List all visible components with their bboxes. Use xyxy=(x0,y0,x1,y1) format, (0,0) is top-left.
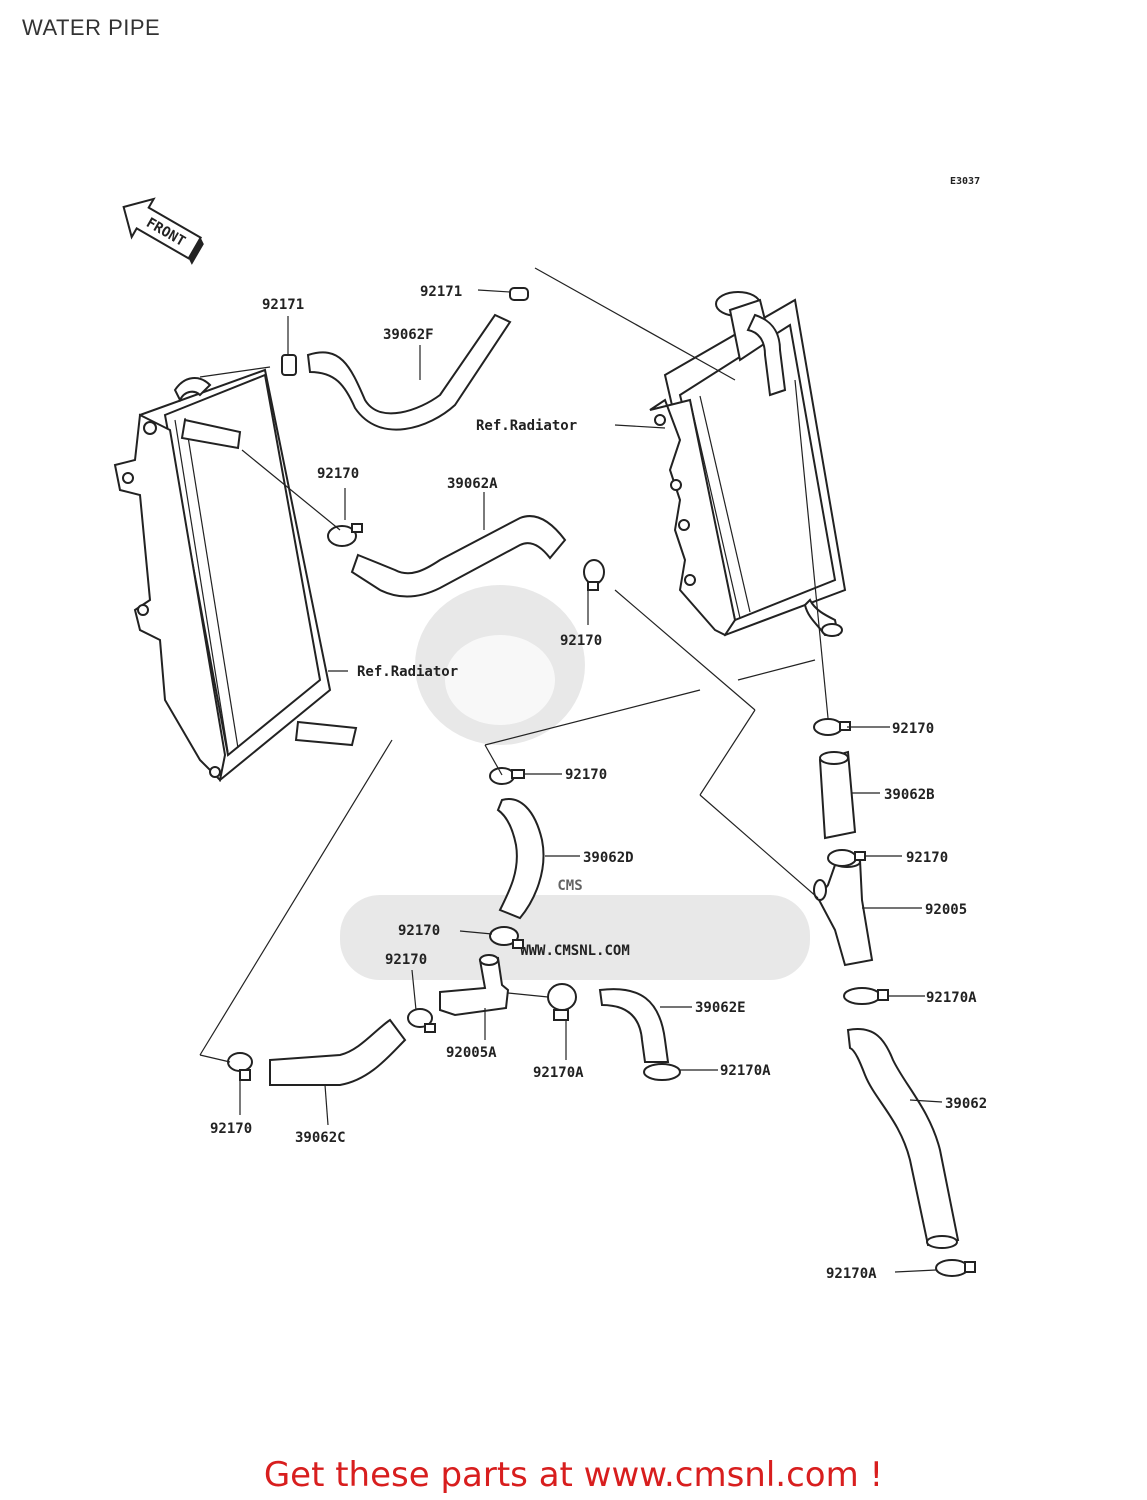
callout-92170-d: 92170 xyxy=(565,767,607,783)
callout-92170-h: 92170 xyxy=(210,1121,252,1137)
callout-39062D: 39062D xyxy=(583,850,634,866)
callout-92005A: 92005A xyxy=(446,1045,497,1061)
clamp-icon-92171-left xyxy=(281,354,297,376)
callout-92170A-c: 92170A xyxy=(720,1063,771,1079)
callout-92170A-b: 92170A xyxy=(533,1065,584,1081)
clamp-icon-92170-e xyxy=(827,849,866,867)
callout-92170-c: 92170 xyxy=(892,721,934,737)
callout-92171-right: 92171 xyxy=(420,284,462,300)
clamp-icon-92170-a xyxy=(327,523,363,547)
callout-92170-a: 92170 xyxy=(317,466,359,482)
clamp-icon-92170-g xyxy=(407,1008,436,1033)
callout-92171-left: 92171 xyxy=(262,297,304,313)
left-radiator xyxy=(113,368,358,783)
hose-39062B xyxy=(818,750,857,840)
footer-cta[interactable]: Get these parts at www.cmsnl.com ! xyxy=(263,1455,884,1495)
callout-92005: 92005 xyxy=(925,902,967,918)
hose-39062E xyxy=(598,988,670,1063)
hoses xyxy=(269,313,960,1249)
clamp-icon-92170-c xyxy=(813,718,851,736)
callout-39062B: 39062B xyxy=(884,787,935,803)
callout-92170A-a: 92170A xyxy=(926,990,977,1006)
callout-92170-b: 92170 xyxy=(560,633,602,649)
clamp-icon-92170A-d xyxy=(935,1259,976,1277)
callout-39062: 39062 xyxy=(945,1096,987,1112)
callout-39062E: 39062E xyxy=(695,1000,746,1016)
clamps xyxy=(227,287,976,1277)
hose-39062D xyxy=(496,798,545,920)
callout-92170-e: 92170 xyxy=(906,850,948,866)
callout-39062C: 39062C xyxy=(295,1130,346,1146)
joint-92005A xyxy=(439,956,510,1017)
hose-39062 xyxy=(846,1028,960,1247)
hose-39062F xyxy=(306,313,512,431)
callout-92170-g: 92170 xyxy=(385,952,427,968)
clamp-icon-92170-b xyxy=(583,559,605,591)
leader-lines xyxy=(199,267,943,1273)
front-arrow-icon: FRONT xyxy=(122,197,204,265)
watermark-text: WWW.CMSNL.COM xyxy=(520,943,630,959)
ref-radiator-right: Ref.Radiator xyxy=(476,418,577,434)
clamp-icon-92170A-c xyxy=(643,1063,681,1081)
right-radiator xyxy=(649,291,847,637)
clamp-icon-92170A-a xyxy=(843,987,889,1005)
clamp-icon-92170-f xyxy=(489,926,524,949)
page-title: WATER PIPE xyxy=(22,15,161,40)
callout-92170A-d: 92170A xyxy=(826,1266,877,1282)
clamp-icon-92170-h xyxy=(227,1052,253,1081)
callout-labels: 92171 92171 39062F Ref.Radiator 92170 39… xyxy=(210,284,987,1282)
callout-39062A: 39062A xyxy=(447,476,498,492)
callout-39062F: 39062F xyxy=(383,327,434,343)
joint-92005 xyxy=(816,858,874,967)
clamp-icon-92170A-b xyxy=(547,983,577,1021)
callout-92170-f: 92170 xyxy=(398,923,440,939)
hose-39062C xyxy=(269,1018,407,1086)
watermark: CMS WWW.CMSNL.COM xyxy=(340,585,810,980)
ref-radiator-left: Ref.Radiator xyxy=(357,664,458,680)
clamp-icon-92170-d xyxy=(489,767,525,785)
watermark-logo: CMS xyxy=(557,878,582,894)
clamp-icon-92171-right xyxy=(509,287,529,301)
hose-39062A xyxy=(350,515,567,598)
diagram-code: E3037 xyxy=(950,176,980,187)
